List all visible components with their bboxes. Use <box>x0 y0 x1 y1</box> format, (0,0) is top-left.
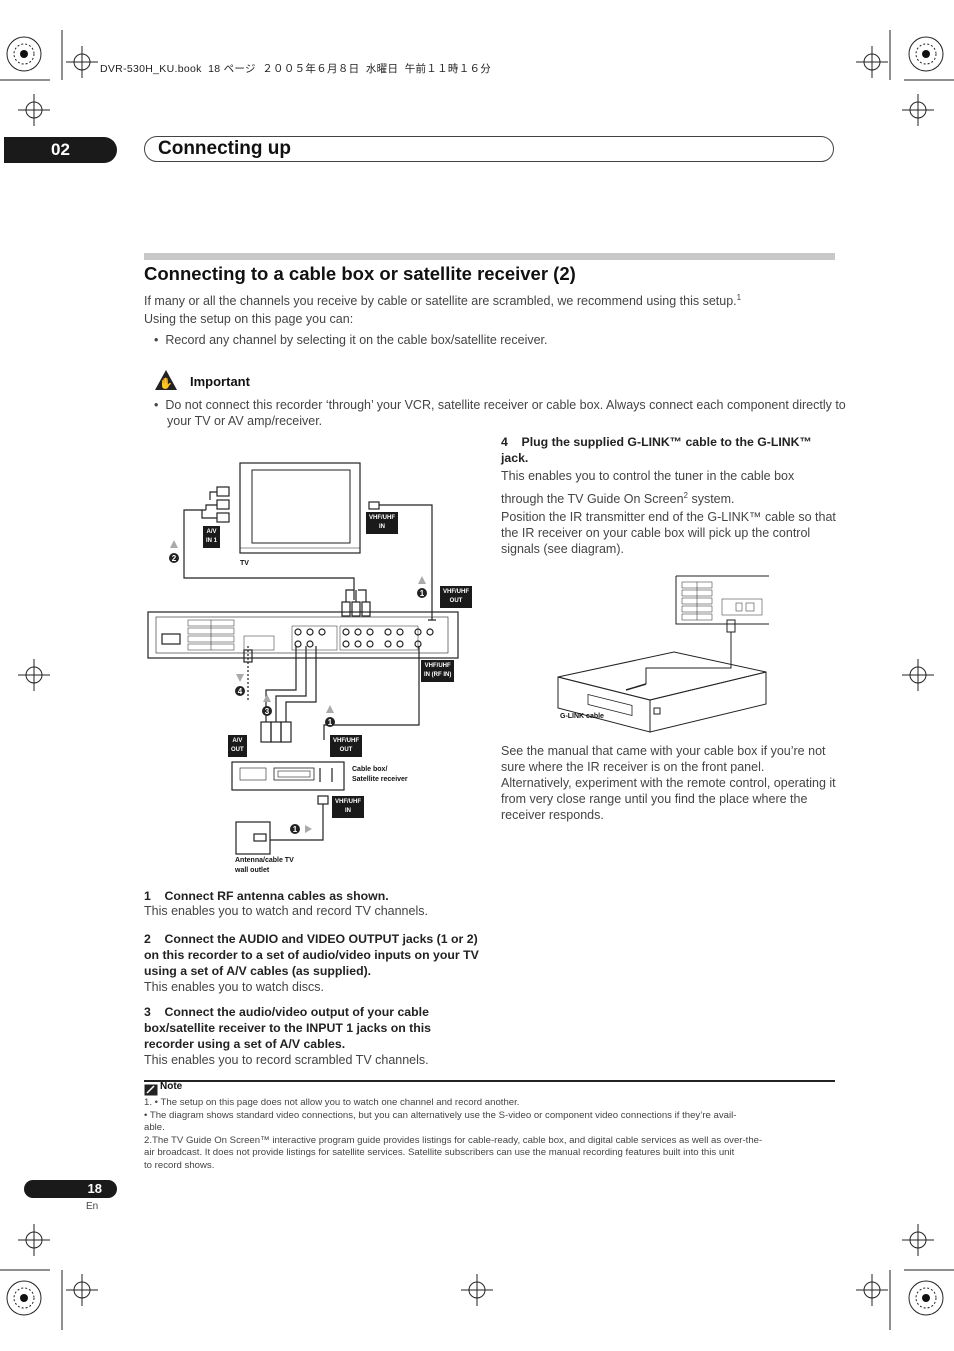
note-line: able. <box>144 1122 165 1134</box>
tv-label: TV <box>240 560 249 567</box>
svg-text:✋: ✋ <box>159 377 173 390</box>
note-rule <box>144 1080 835 1082</box>
step-number: 1 <box>144 889 151 903</box>
step-text: This enables you to watch and record TV … <box>144 904 428 918</box>
tag-line: OUT <box>449 598 463 604</box>
tag-box-vhf-out: VHF/UHF OUT <box>330 735 362 757</box>
step-number: 4 <box>501 435 508 449</box>
cable-box-label: Cable box/Satellite receiver <box>352 765 408 785</box>
step-text: This enables you to watch discs. <box>144 980 324 994</box>
g-link-cable-label: G-LINK cable <box>560 713 604 720</box>
intro-text: If many or all the channels you receive … <box>144 294 737 309</box>
marker-4: 4 <box>238 687 243 696</box>
marker-2: 2 <box>172 554 177 563</box>
note-heading: Note <box>160 1081 183 1092</box>
tag-line: OUT <box>231 747 244 753</box>
intro-footnote-ref: 1 <box>736 293 742 302</box>
note-icon <box>144 1083 158 1101</box>
step-title: 1 Connect RF antenna cables as shown. <box>144 889 474 903</box>
note-line: • The diagram shows standard video conne… <box>144 1109 737 1121</box>
tag-tv-vhf-in: VHF/UHF IN <box>366 512 398 534</box>
tag-box-vhf-in: VHF/UHF IN <box>332 796 364 818</box>
note-line: 1. • The setup on this page does not all… <box>144 1097 520 1108</box>
wall-outlet-label: Antenna/cable TV wall outlet <box>235 856 294 876</box>
tag-recorder-vhf-out: VHF/UHF OUT <box>440 586 472 608</box>
step-title: 2 Connect the AUDIO and VIDEO OUTPUT jac… <box>144 931 479 979</box>
g-link-diagram: G-LINK cable <box>554 572 769 742</box>
step-title-text: Plug the supplied G-LINK™ cable to the G… <box>501 435 812 465</box>
warning-icon: ✋ <box>154 369 178 396</box>
intro-paragraph-2: Using the setup on this page you can: <box>144 312 354 326</box>
step-text: This enables you to control the tuner in… <box>501 466 836 509</box>
chapter-number: 02 <box>4 137 117 163</box>
note-line: 2.The TV Guide On Screen™ interactive pr… <box>144 1134 763 1146</box>
tag-recorder-vhf-in: VHF/UHF IN (RF IN) <box>421 660 455 682</box>
chapter-title: Connecting up <box>144 136 834 162</box>
important-heading: Important <box>190 374 250 389</box>
note-line: to record shows. <box>144 1159 215 1171</box>
tag-av-in1: A/V IN 1 <box>203 526 221 548</box>
step-2: 2 Connect the AUDIO and VIDEO OUTPUT jac… <box>144 931 479 995</box>
step-number: 3 <box>144 1005 151 1019</box>
note-line: air broadcast. It does not provide listi… <box>144 1147 735 1159</box>
step-3: 3 Connect the audio/video output of your… <box>144 1004 474 1068</box>
step-text-part: system. <box>687 492 735 507</box>
tag-line: VHF/UHF <box>443 589 469 595</box>
footnote-ref: 2 <box>683 491 688 500</box>
step-text-2: Position the IR transmitter end of the G… <box>501 510 836 557</box>
step-4: 4 Plug the supplied G-LINK™ cable to the… <box>501 434 836 557</box>
intro-paragraph: If many or all the channels you receive … <box>144 290 844 309</box>
step-title-text: Connect RF antenna cables as shown. <box>164 889 389 903</box>
after-diagram-text: See the manual that came with your cable… <box>501 744 836 822</box>
tag-line: IN <box>379 524 385 530</box>
step-title-text: Connect the AUDIO and VIDEO OUTPUT jacks… <box>144 932 479 978</box>
tag-line: IN <box>345 808 351 814</box>
marker-1a: 1 <box>420 589 425 598</box>
important-text: • Do not connect this recorder ‘through’… <box>154 398 846 428</box>
step-text: This enables you to record scrambled TV … <box>144 1053 429 1067</box>
connection-diagram: 2 1 4 3 1 1 A/V IN 1 TV VHF/UHF IN VHF/UHF… <box>144 460 484 880</box>
tag-line: VHF/UHF <box>424 663 451 669</box>
label-line: Cable box/ <box>352 766 388 773</box>
section-title: Connecting to a cable box or satellite r… <box>144 263 576 284</box>
tag-line: A/V <box>232 738 243 744</box>
step-title: 3 Connect the audio/video output of your… <box>144 1004 474 1052</box>
step-text-part: This enables you to control the tuner in… <box>501 469 795 507</box>
step-title-text: Connect the audio/video output of your c… <box>144 1005 432 1051</box>
step-title: 4 Plug the supplied G-LINK™ cable to the… <box>501 434 836 466</box>
language-label: En <box>86 1201 99 1212</box>
tag-line: IN 1 <box>206 538 218 544</box>
marker-1b: 1 <box>328 718 333 727</box>
book-info: DVR-530H_KU.book 18 ページ ２００５年６月８日 水曜日 午前… <box>100 63 492 75</box>
tag-line: VHF/UHF <box>333 738 359 744</box>
list-item: • Record any channel by selecting it on … <box>154 333 548 347</box>
label-line: Satellite receiver <box>352 776 408 783</box>
label-line: Antenna/cable TV <box>235 857 294 864</box>
step-1: 1 Connect RF antenna cables as shown. Th… <box>144 889 474 919</box>
tag-line: IN (RF IN) <box>424 672 452 678</box>
list-item-text: Record any channel by selecting it on th… <box>165 333 548 347</box>
tag-line: VHF/UHF <box>369 515 395 521</box>
marker-1c: 1 <box>293 825 298 834</box>
tag-box-av-out: A/V OUT <box>228 735 247 757</box>
important-text-body: Do not connect this recorder ‘through’ y… <box>165 398 846 428</box>
tag-line: OUT <box>339 747 353 753</box>
page-number: 18 <box>24 1180 117 1198</box>
tag-line: VHF/UHF <box>335 799 361 805</box>
section-rule <box>144 253 835 260</box>
label-line: wall outlet <box>235 867 270 874</box>
step-number: 2 <box>144 932 151 946</box>
note-body: 1. • The setup on this page does not all… <box>144 1097 844 1173</box>
marker-3: 3 <box>265 707 270 716</box>
tag-line: A/V <box>206 529 217 535</box>
